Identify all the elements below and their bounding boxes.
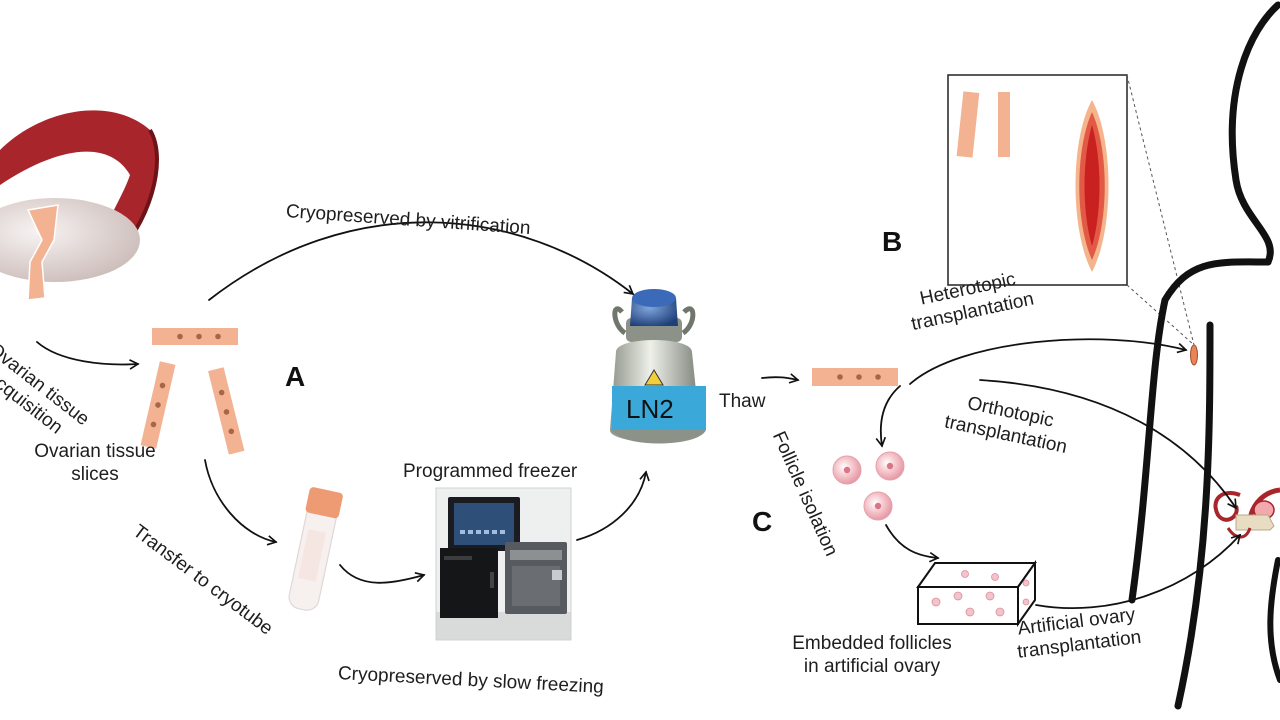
label-programmed-freezer: Programmed freezer xyxy=(403,461,578,482)
tissue-strip-right xyxy=(208,367,245,455)
arrow-to-cube xyxy=(885,524,940,563)
tissue-strip-left xyxy=(140,361,176,449)
uterus-icon xyxy=(1213,487,1280,539)
heterotopic-inset xyxy=(947,74,1195,346)
arrow-artificial-ovary xyxy=(1035,533,1242,609)
programmed-freezer-photo xyxy=(435,487,572,641)
cryotube-icon xyxy=(288,487,343,611)
arrow-freezer-to-tank xyxy=(576,470,650,541)
arrow-to-freezer xyxy=(339,564,426,584)
heterotopic-graft-site xyxy=(1190,344,1198,366)
arrow-orthotopic xyxy=(979,379,1237,510)
arrow-thaw xyxy=(761,373,800,384)
label-thaw: Thaw xyxy=(719,391,766,412)
section-label-c: C xyxy=(752,506,773,537)
thawed-tissue-strip xyxy=(812,368,898,386)
label-embedded-follicles: Embedded follicles in artificial ovary xyxy=(792,633,952,677)
label-ovarian-tissue-slices: Ovarian tissue slices xyxy=(34,441,156,485)
arrow-acquisition xyxy=(36,341,140,370)
follicle-cluster xyxy=(832,451,905,521)
arrow-to-cryotube xyxy=(204,459,278,546)
arrow-to-follicles xyxy=(875,385,901,448)
body-silhouette xyxy=(1128,1,1280,710)
section-label-a: A xyxy=(285,361,306,392)
section-label-b: B xyxy=(882,226,903,257)
arrow-vitrification xyxy=(208,221,635,301)
artificial-ovary-cube xyxy=(916,559,1037,628)
arrow-heterotopic xyxy=(909,338,1188,385)
label-ln2: LN2 xyxy=(626,394,674,424)
ln2-tank-icon xyxy=(610,289,706,444)
tissue-strip-top xyxy=(152,328,238,345)
ovary-illustration xyxy=(0,110,159,301)
